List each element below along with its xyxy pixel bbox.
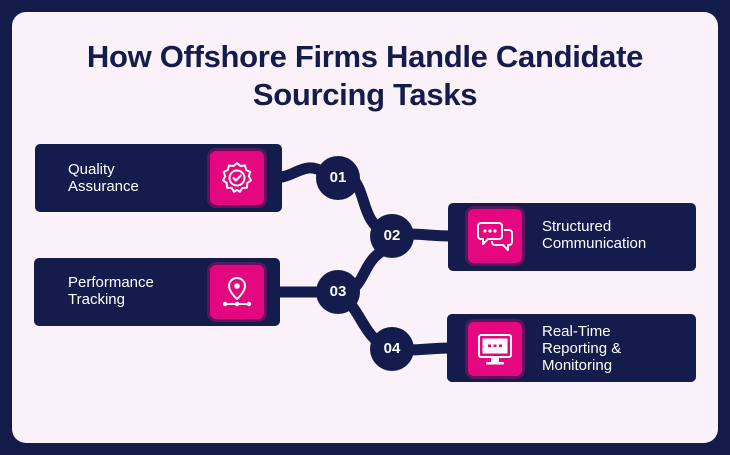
infographic-card: How Offshore Firms Handle Candidate Sour… [12,12,718,443]
step-number-01: 01 [329,169,347,186]
step-circle-02 [370,214,414,258]
title-line-1: How Offshore Firms Handle Candidate [86,39,644,74]
connectors [264,162,458,356]
step-circle-01 [316,156,360,200]
step-number-02: 02 [383,227,401,244]
step-number-04: 04 [383,340,401,357]
step-label-performance-tracking: Performance Tracking [68,274,154,308]
step-circle-04 [370,327,414,371]
page-title: How Offshore Firms Handle Candidate Sour… [12,38,718,114]
badge-check-icon [210,151,264,205]
step-circle-03 [316,270,360,314]
step-label-real-time-reporting: Real-Time Reporting & Monitoring [542,323,622,374]
title-line-2: Sourcing Tasks [252,77,478,112]
monitor-icon [468,322,522,376]
step-label-quality-assurance: Quality Assurance [68,161,139,195]
chat-bubbles-icon [468,209,522,263]
step-number-03: 03 [329,283,347,300]
step-label-structured-communication: Structured Communication [542,218,647,252]
location-pin-icon [210,265,264,319]
